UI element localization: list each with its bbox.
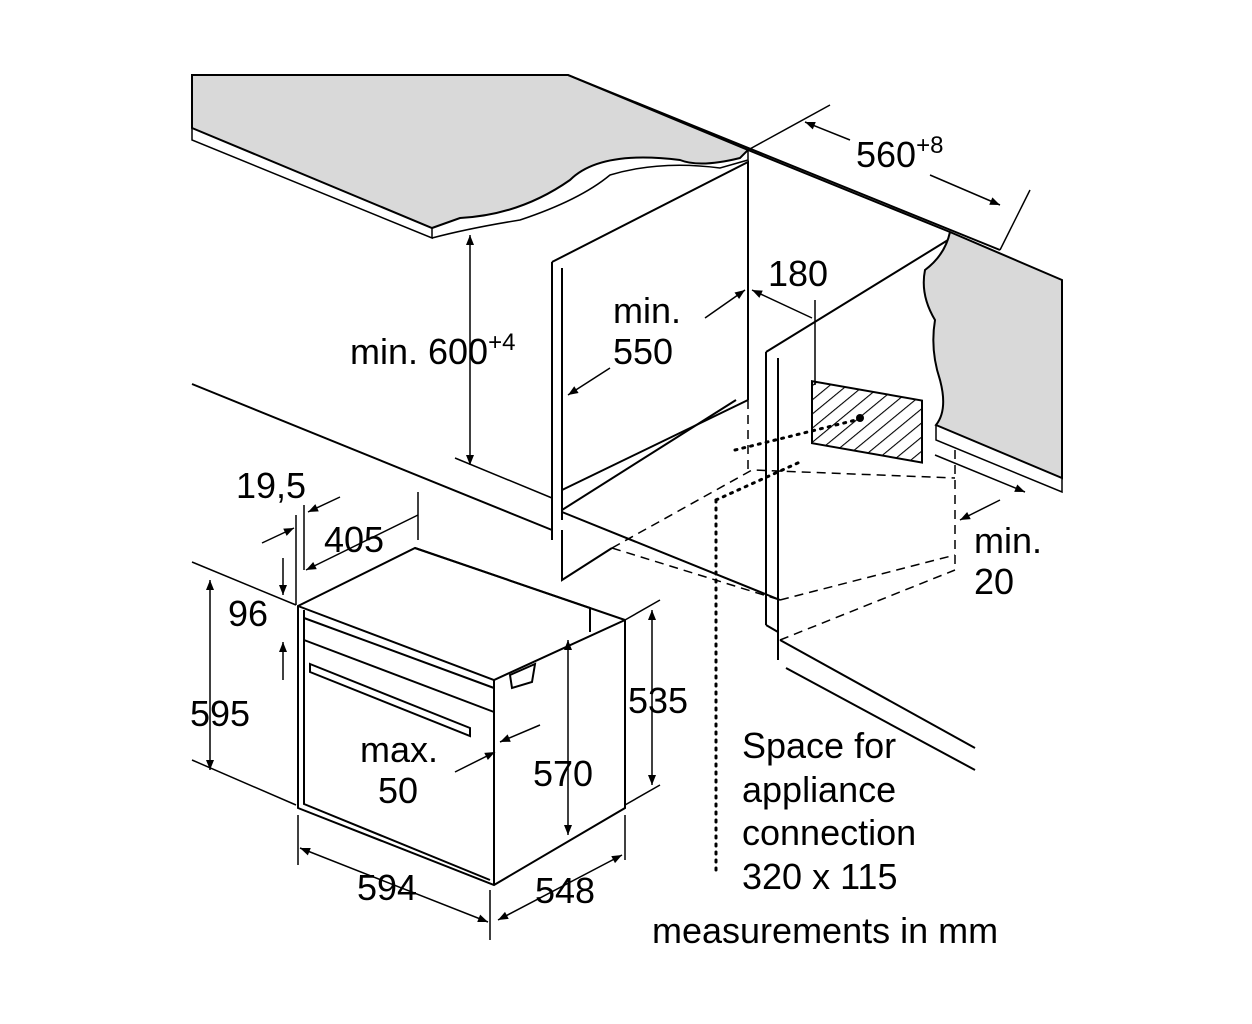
width-594-label: 594 — [357, 867, 418, 908]
background-lines — [191, 74, 1001, 771]
gap-180-label: 180 — [768, 253, 829, 294]
right-cabinet — [765, 239, 949, 660]
connection-label-line2: appliance — [742, 769, 897, 810]
units-note: measurements in mm — [652, 910, 999, 951]
max-50-label-line1: max. — [360, 729, 439, 770]
connection-label-line3: connection — [742, 812, 917, 853]
max-50-label-line2: 50 — [378, 770, 419, 811]
connection-label-line4: 320 x 115 — [742, 856, 898, 897]
height-570-label: 570 — [533, 753, 594, 794]
height-96-label: 96 — [228, 593, 269, 634]
width-560-label: 560+8 — [856, 132, 944, 175]
left-cabinet — [551, 160, 749, 582]
depth-548-label: 548 — [535, 870, 596, 911]
connection-label-line1: Space for — [742, 725, 897, 766]
right-countertop — [922, 230, 1063, 494]
depth-19-5-label: 19,5 — [236, 465, 307, 506]
height-595-label: 595 — [190, 693, 251, 734]
height-600-label: min. 600+4 — [350, 329, 516, 372]
oven — [297, 546, 626, 887]
depth-550-label: min. 550 — [613, 290, 682, 373]
dimension-lines — [191, 104, 1031, 940]
depth-405-label: 405 — [324, 519, 385, 560]
min-20-label-line2: 20 — [974, 561, 1015, 602]
niche-outline — [611, 400, 956, 872]
min-20-label-line1: min. — [974, 520, 1043, 561]
height-535-label: 535 — [628, 680, 689, 721]
left-countertop — [191, 74, 750, 240]
